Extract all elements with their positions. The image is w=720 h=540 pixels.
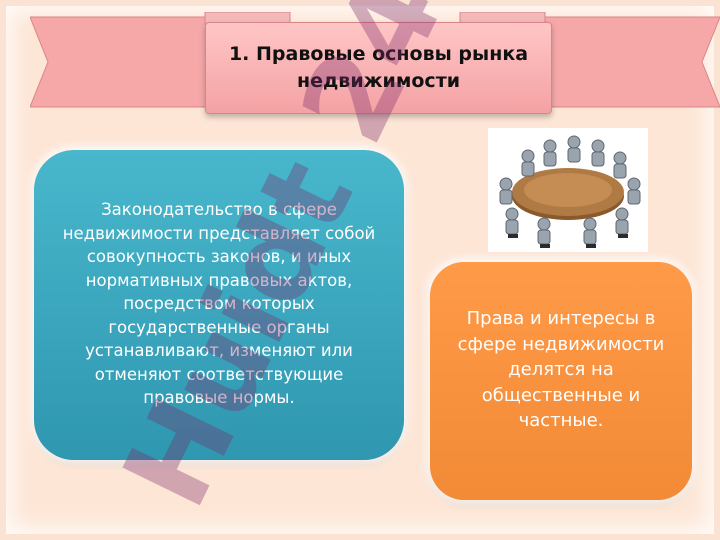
meeting-illustration xyxy=(488,128,648,252)
meeting-table-icon xyxy=(499,135,641,248)
rights-text: Права и интересы в сфере недвижимости де… xyxy=(457,308,665,431)
legislation-box: Законодательство в сфере недвижимости пр… xyxy=(34,150,404,460)
slide-title: 1. Правовые основы рынка недвижимости xyxy=(228,43,529,92)
rights-box: Права и интересы в сфере недвижимости де… xyxy=(430,262,692,500)
slide-title-box: 1. Правовые основы рынка недвижимости xyxy=(205,22,552,114)
legislation-text: Законодательство в сфере недвижимости пр… xyxy=(62,200,376,407)
